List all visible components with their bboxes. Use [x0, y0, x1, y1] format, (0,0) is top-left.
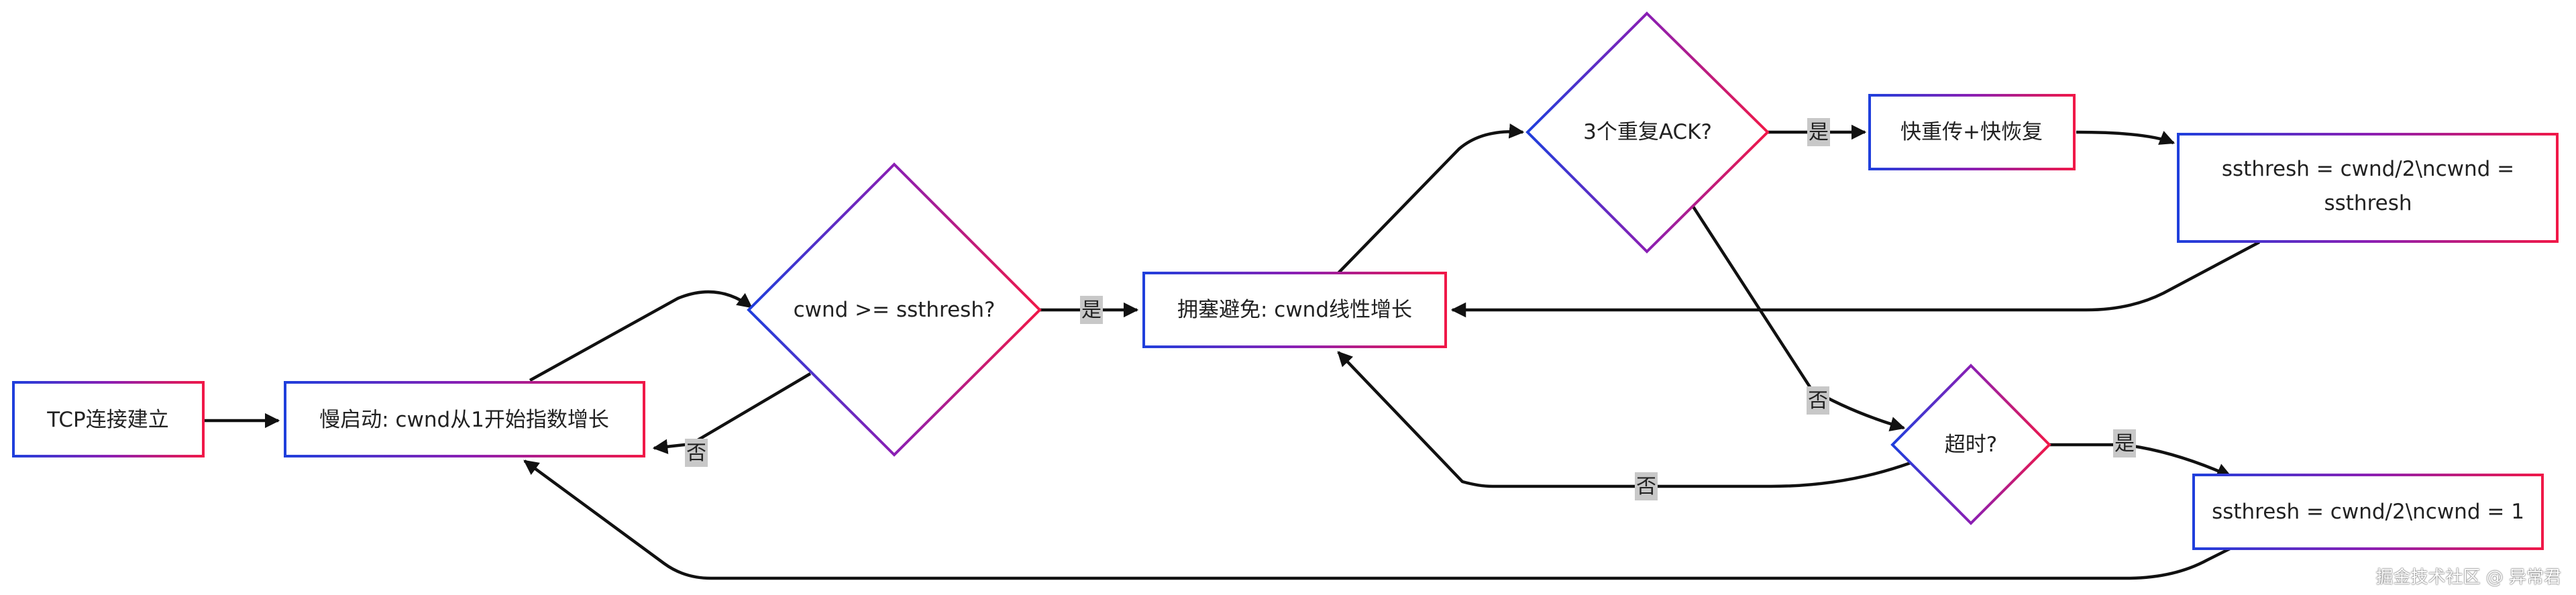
svg-text:ssthresh = cwnd/2\ncwnd = 1: ssthresh = cwnd/2\ncwnd = 1	[2212, 500, 2524, 524]
edge-label-timeout-no: 否	[1635, 472, 1658, 500]
edge-timeout-yes	[2049, 443, 2233, 478]
svg-text:是: 是	[1081, 299, 1102, 322]
edge-dup-no	[1690, 203, 1906, 432]
svg-text:TCP连接建立: TCP连接建立	[46, 408, 168, 432]
node-fast-retransmit: 快重传+快恢复	[1868, 94, 2076, 170]
node-slow-start: 慢启动: cwnd从1开始指数增长	[284, 381, 645, 457]
svg-text:3个重复ACK?: 3个重复ACK?	[1583, 120, 1712, 144]
node-ssthresh-reset: ssthresh = cwnd/2\ncwnd = 1	[2192, 474, 2544, 550]
svg-text:ssthresh: ssthresh	[2324, 191, 2412, 215]
edge-slow-start-to-compare	[529, 290, 753, 382]
svg-text:是: 是	[2114, 432, 2135, 455]
svg-text:否: 否	[1636, 475, 1656, 498]
svg-text:否: 否	[1808, 389, 1828, 413]
svg-text:cwnd >= ssthresh?: cwnd >= ssthresh?	[794, 298, 996, 322]
svg-text:否: 否	[686, 441, 706, 465]
edge-label-dup-no: 否	[1807, 386, 1829, 415]
node-cwnd-compare-decision: cwnd >= ssthresh?	[747, 162, 1042, 457]
edge-avoid-to-dup-ack	[1337, 123, 1525, 274]
edge-label-compare-yes: 是	[1080, 296, 1103, 324]
svg-text:是: 是	[1809, 121, 1829, 144]
edge-label-dup-yes: 是	[1807, 118, 1830, 146]
svg-text:慢启动: cwnd从1开始指数增长: 慢启动: cwnd从1开始指数增长	[319, 408, 609, 432]
node-congestion-avoidance: 拥塞避免: cwnd线性增长	[1142, 272, 1447, 348]
node-ssthresh-half: ssthresh = cwnd/2\ncwnd = ssthresh	[2177, 133, 2559, 243]
node-timeout-decision: 超时?	[1890, 364, 2051, 525]
edge-compare-no	[652, 372, 812, 454]
edge-timeout-no	[1337, 351, 1911, 488]
watermark: 掘金技术社区 @ 异常君	[2375, 567, 2561, 588]
svg-text:快重传+快恢复: 快重传+快恢复	[1900, 120, 2043, 144]
edge-label-compare-no: 否	[685, 439, 708, 467]
edge-ss-half-to-avoid	[1450, 241, 2261, 318]
svg-text:ssthresh = cwnd/2\ncwnd =: ssthresh = cwnd/2\ncwnd =	[2222, 157, 2514, 181]
svg-text:拥塞避免: cwnd线性增长: 拥塞避免: cwnd线性增长	[1177, 298, 1412, 322]
edge-label-timeout-yes: 是	[2113, 429, 2136, 457]
node-tcp-connection: TCP连接建立	[12, 381, 205, 457]
node-dup-ack-decision: 3个重复ACK?	[1525, 11, 1770, 254]
edge-fast-to-ss-half	[2076, 130, 2176, 145]
edge-ss-one-to-slow-start	[523, 459, 2235, 580]
svg-text:超时?: 超时?	[1945, 433, 1997, 457]
